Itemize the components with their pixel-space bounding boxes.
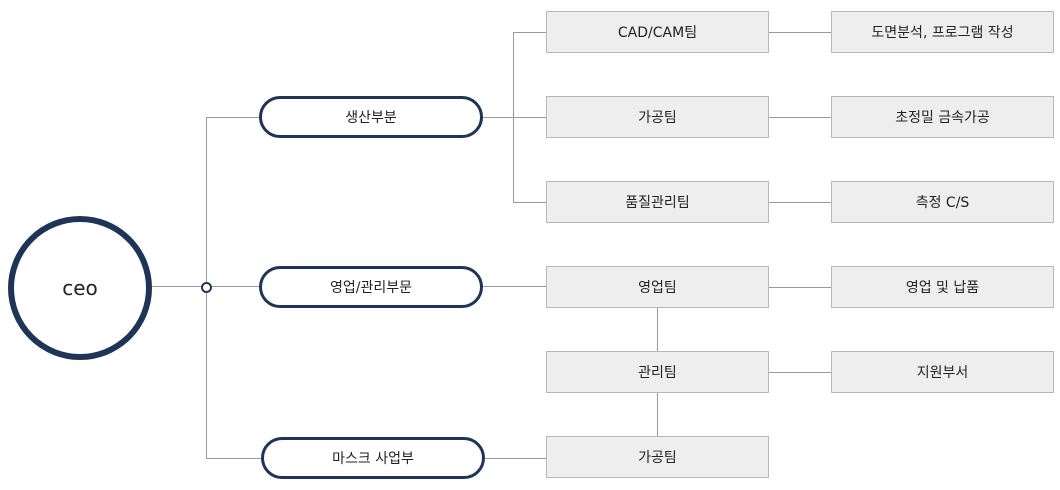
division-label: 마스크 사업부 (332, 451, 414, 467)
role-drawing-analysis: 도면분석, 프로그램 작성 (831, 11, 1054, 53)
team-label: CAD/CAM팀 (617, 25, 698, 41)
team-processing: 가공팀 (546, 96, 769, 138)
role-label: 측정 C/S (915, 195, 970, 211)
connector-ceo-to-junction (146, 286, 202, 287)
role-sales-delivery: 영업 및 납품 (831, 266, 1054, 308)
connector-sales-team-to-admin-team (657, 308, 658, 351)
team-label: 영업팀 (638, 280, 677, 296)
role-label: 지원부서 (916, 365, 969, 381)
junction-dot (201, 282, 212, 293)
role-precision-machining: 초정밀 금속가공 (831, 96, 1054, 138)
role-measurement-cs: 측정 C/S (831, 181, 1054, 223)
division-sales-admin: 영업/관리부문 (259, 266, 483, 308)
role-support: 지원부서 (831, 351, 1054, 393)
connector-admin-team-to-role (768, 372, 831, 373)
connector-trunk-to-mask (206, 458, 264, 459)
team-quality: 품질관리팀 (546, 181, 769, 223)
role-label: 영업 및 납품 (905, 280, 980, 296)
connector-sales-to-sales-team (482, 286, 546, 287)
ceo-node: ceo (8, 216, 152, 360)
team-mask-processing: 가공팀 (546, 436, 769, 478)
connector-to-quality-team (513, 202, 546, 203)
team-label: 가공팀 (638, 450, 677, 466)
connector-production-team-bracket (513, 32, 514, 202)
team-admin: 관리팀 (546, 351, 769, 393)
role-label: 도면분석, 프로그램 작성 (871, 25, 1014, 41)
connector-cadcam-to-role (768, 32, 831, 33)
connector-mask-to-team (484, 458, 546, 459)
team-sales: 영업팀 (546, 266, 769, 308)
division-label: 영업/관리부문 (330, 280, 412, 296)
connector-junction-to-sales (210, 286, 262, 287)
ceo-label: ceo (62, 276, 98, 300)
connector-admin-team-to-processing (657, 393, 658, 437)
team-label: 가공팀 (638, 110, 677, 126)
division-mask: 마스크 사업부 (261, 437, 485, 479)
team-cadcam: CAD/CAM팀 (546, 11, 769, 53)
connector-trunk-to-production (206, 117, 262, 118)
connector-to-cadcam-team (513, 32, 546, 33)
division-production: 생산부분 (259, 96, 483, 138)
team-label: 품질관리팀 (625, 195, 690, 211)
role-label: 초정밀 금속가공 (895, 110, 990, 126)
division-label: 생산부분 (345, 110, 397, 126)
connector-processing-to-role (768, 117, 831, 118)
connector-quality-to-role (768, 202, 831, 203)
connector-production-to-teams (482, 117, 546, 118)
team-label: 관리팀 (638, 365, 677, 381)
connector-sales-team-to-role (768, 287, 831, 288)
